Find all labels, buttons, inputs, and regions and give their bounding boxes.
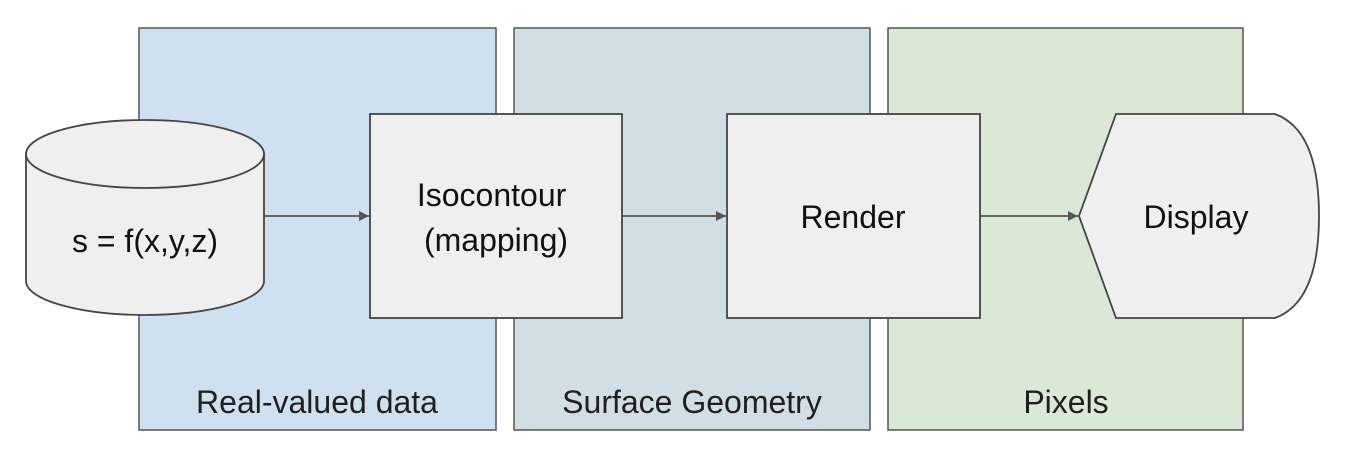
- node-label-source: s = f(x,y,z): [72, 223, 218, 259]
- node-display-shape: Display: [1078, 113, 1320, 319]
- node-label-isocontour: Isocontour (mapping): [417, 177, 575, 258]
- cylinder-body: [25, 153, 265, 316]
- node-label-isocontour-line-2: (mapping): [424, 222, 568, 258]
- isocontour-rect: [369, 113, 623, 319]
- node-isocontour-box: Isocontour (mapping): [369, 113, 623, 319]
- node-label-isocontour-line-1: Isocontour: [417, 177, 567, 213]
- stage-label-pixels: Pixels: [1023, 384, 1108, 420]
- display-outline: [1078, 113, 1320, 319]
- node-source-cylinder: s = f(x,y,z): [25, 119, 265, 316]
- cylinder-top: [25, 119, 265, 189]
- node-label-display: Display: [1144, 199, 1249, 235]
- stage-label-surface-geometry: Surface Geometry: [562, 384, 822, 420]
- stage-label-real-valued-data: Real-valued data: [196, 384, 438, 420]
- node-label-render: Render: [801, 199, 906, 235]
- node-render-box: Render: [726, 113, 981, 319]
- render-rect: [726, 113, 981, 319]
